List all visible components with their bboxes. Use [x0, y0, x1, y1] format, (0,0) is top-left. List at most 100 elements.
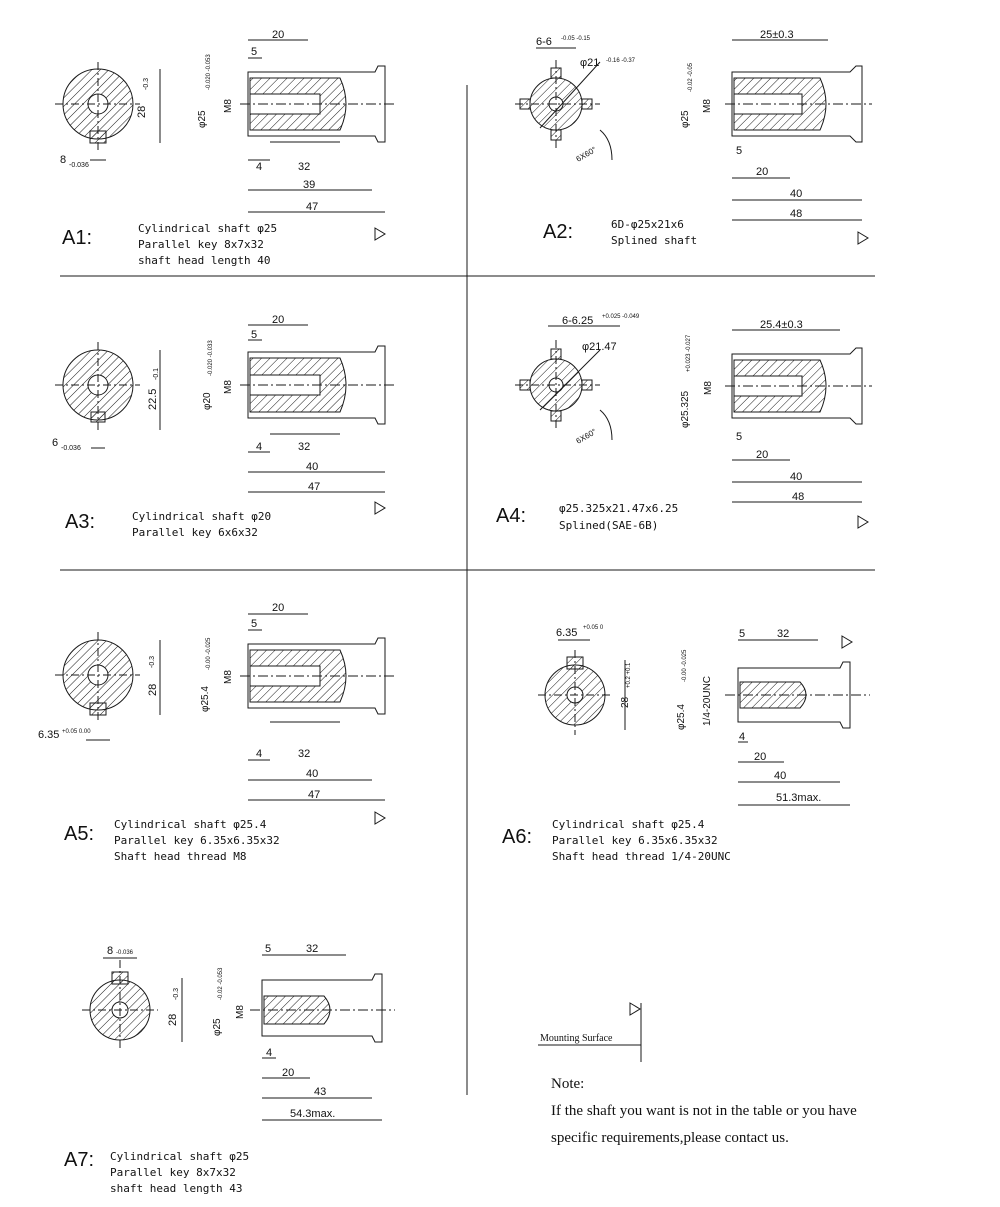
side-view-a7 — [250, 954, 395, 1121]
a2-angle: 6X60° — [575, 145, 598, 164]
a3-key-tol: -0.036 — [61, 445, 81, 452]
a7-dim-step: 5 — [265, 943, 271, 955]
a2-d3: 40 — [790, 188, 802, 200]
a2-dim-top: 25±0.3 — [760, 29, 794, 41]
a4-desc-1: φ25.325x21.47x6.25 — [559, 502, 678, 515]
a7-desc-1: Cylindrical shaft φ25 — [110, 1150, 249, 1163]
a1-d2: 32 — [298, 161, 310, 173]
a3-desc-2: Parallel key 6x6x32 — [132, 526, 258, 539]
a3-d1: 4 — [256, 441, 262, 453]
panel-a1: 28 -0.3 8 -0.036 20 5 φ25 -0.020 -0.053 … — [55, 29, 395, 267]
a5-d4: 47 — [308, 789, 320, 801]
a4-minor: φ21.47 — [582, 341, 617, 353]
a1-desc-1: Cylindrical shaft φ25 — [138, 222, 277, 235]
a4-teeth: 6-6.25 — [562, 315, 593, 327]
a5-d2: 32 — [298, 748, 310, 760]
a3-key: 6 — [52, 437, 58, 449]
a7-d4: 54.3max. — [290, 1108, 335, 1120]
a3-dia: φ20 — [202, 392, 213, 410]
a3-height-tol: -0.1 — [153, 368, 160, 380]
a7-dim-top: 32 — [306, 943, 318, 955]
a5-key: 6.35 — [38, 729, 59, 741]
a4-label: A4: — [496, 505, 526, 527]
a6-key-tol: +0.05 0 — [583, 625, 604, 631]
a3-d3: 40 — [306, 461, 318, 473]
a4-dia-tol: +0.023 -0.027 — [686, 334, 692, 372]
a1-key-tol: -0.036 — [69, 162, 89, 169]
a7-height-tol: -0.3 — [173, 988, 180, 1000]
a1-thread: M8 — [223, 99, 234, 113]
a3-thread: M8 — [223, 380, 234, 394]
panel-separators — [60, 85, 875, 1095]
a6-label: A6: — [502, 826, 532, 848]
end-view-a3 — [55, 342, 161, 449]
a4-d2: 20 — [756, 449, 768, 461]
a1-label: A1: — [62, 227, 92, 249]
side-view-a1 — [240, 39, 395, 241]
a2-teeth-tol: -0.05 -0.15 — [561, 36, 591, 42]
a2-thread: M8 — [702, 99, 713, 113]
mounting-surface-label: Mounting Surface — [540, 1033, 613, 1044]
a5-thread: M8 — [223, 670, 234, 684]
a6-dia-tol: -0.00 -0.025 — [682, 649, 688, 682]
a5-d3: 40 — [306, 768, 318, 780]
a6-dia: φ25.4 — [676, 704, 687, 730]
side-view-a5 — [240, 613, 395, 825]
a6-d1: 4 — [739, 731, 745, 743]
a7-height: 28 — [167, 1014, 179, 1026]
a3-label: A3: — [65, 511, 95, 533]
a2-dia: φ25 — [680, 110, 691, 128]
end-view-a7 — [82, 957, 183, 1050]
a6-thread: 1/4-20UNC — [702, 676, 713, 726]
a1-dia-tol: -0.020 -0.053 — [206, 54, 212, 90]
end-view-a2 — [515, 47, 613, 161]
a1-height: 28 — [136, 106, 148, 118]
a6-desc-2: Parallel key 6.35x6.35x32 — [552, 834, 718, 847]
a5-label: A5: — [64, 823, 94, 845]
note-line-1: If the shaft you want is not in the tabl… — [551, 1103, 857, 1119]
a4-desc-2: Splined(SAE-6B) — [559, 519, 658, 532]
a2-d1: 5 — [736, 145, 742, 157]
a4-dia: φ25.325 — [680, 390, 691, 428]
a7-key-tol: -0.036 — [116, 950, 134, 956]
a3-dia-tol: -0.020 -0.033 — [208, 340, 214, 376]
a4-thread: M8 — [703, 381, 714, 395]
mounting-surface-legend: Mounting Surface — [538, 1002, 642, 1062]
a6-desc-1: Cylindrical shaft φ25.4 — [552, 818, 705, 831]
a5-dim-top: 20 — [272, 602, 284, 614]
note-block: Note: If the shaft you want is not in th… — [551, 1076, 857, 1146]
a5-dia-tol: -0.00 -0.025 — [206, 637, 212, 670]
a7-d3: 43 — [314, 1086, 326, 1098]
end-view-a5 — [55, 632, 161, 741]
a3-d4: 47 — [308, 481, 320, 493]
side-view-a2 — [725, 39, 872, 245]
panel-a4: 6-6.25 +0.025 -0.049 φ21.47 6X60° 25.4±0… — [496, 314, 872, 532]
a2-minor: φ21 — [580, 57, 599, 69]
panel-a6: 6.35 +0.05 0 28 +0.2 +0.1 5 32 φ25.4 -0.… — [502, 625, 870, 863]
a5-desc-3: Shaft head thread M8 — [114, 850, 246, 863]
a1-d3: 39 — [303, 179, 315, 191]
note-line-2: specific requirements,please contact us. — [551, 1130, 789, 1146]
a1-desc-3: shaft head length 40 — [138, 254, 270, 267]
a5-dia: φ25.4 — [200, 686, 211, 712]
side-view-a3 — [240, 324, 395, 515]
a1-d1: 4 — [256, 161, 262, 173]
a6-dim-step: 5 — [739, 628, 745, 640]
panel-a5: 28 -0.3 6.35 +0.05 0.00 20 5 φ25.4 -0.00… — [38, 602, 395, 863]
a7-d2: 20 — [282, 1067, 294, 1079]
mounting-surface-icon — [629, 1002, 641, 1016]
a3-dim-top: 20 — [272, 314, 284, 326]
a2-d2: 20 — [756, 166, 768, 178]
a6-height: 28 — [620, 696, 631, 708]
end-view-a4 — [515, 325, 620, 441]
a7-desc-3: shaft head length 43 — [110, 1182, 242, 1195]
a5-desc-2: Parallel key 6.35x6.35x32 — [114, 834, 280, 847]
a7-desc-2: Parallel key 8x7x32 — [110, 1166, 236, 1179]
a1-desc-2: Parallel key 8x7x32 — [138, 238, 264, 251]
a1-dia: φ25 — [197, 110, 208, 128]
a1-dim-top: 20 — [272, 29, 284, 41]
panel-a3: 22.5 -0.1 6 -0.036 20 5 φ20 -0.020 -0.03… — [52, 314, 395, 539]
a2-desc-2: Splined shaft — [611, 234, 697, 247]
panel-a2: 6-6 -0.05 -0.15 φ21 -0.16 -0.37 6X60° 25… — [515, 29, 872, 247]
